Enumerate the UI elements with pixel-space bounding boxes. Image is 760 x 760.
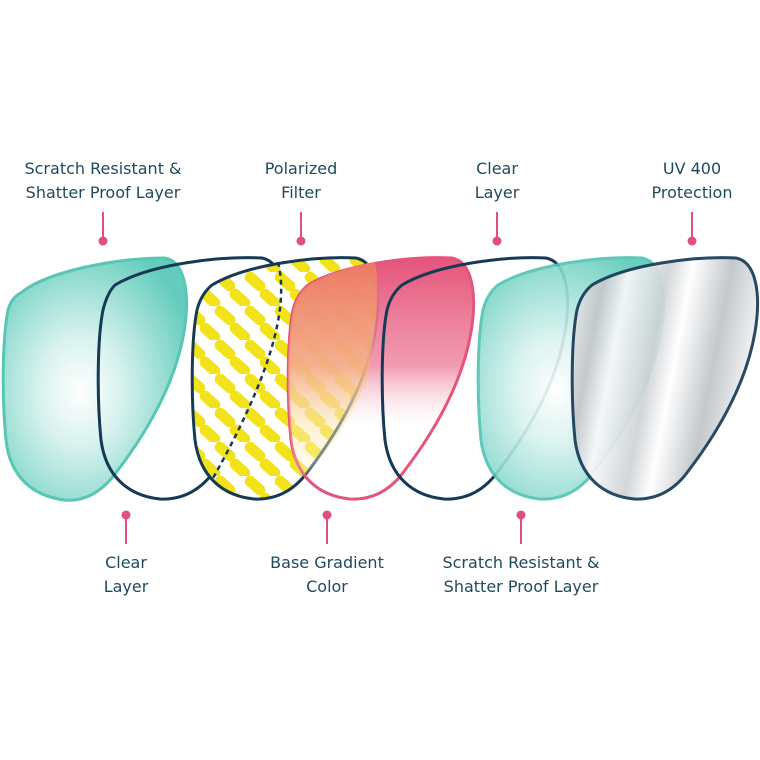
label-line-2: Filter [281, 183, 321, 202]
pointer-top-4 [687, 212, 697, 246]
label-line-2: Color [306, 577, 348, 596]
pointer-bottom-2 [322, 510, 332, 544]
pointer-bottom-3 [516, 510, 526, 544]
label-clear-layer-top: Clear Layer [475, 157, 520, 205]
label-line-1: Clear [476, 159, 518, 178]
label-polarized-filter: Polarized Filter [265, 157, 338, 205]
label-line-2: Protection [651, 183, 733, 202]
label-line-2: Layer [474, 183, 520, 202]
label-line-1: Clear [105, 553, 147, 572]
label-base-gradient: Base Gradient Color [270, 551, 384, 599]
lens-clear-right [380, 256, 570, 501]
label-line-1: Scratch Resistant & [24, 159, 182, 178]
label-line-2: Layer [103, 577, 149, 596]
label-scratch-resistant-bottom: Scratch Resistant & Shatter Proof Layer [442, 551, 599, 599]
label-line-2: Shatter Proof Layer [443, 577, 599, 596]
label-line-1: Base Gradient [270, 553, 384, 572]
label-scratch-resistant-top: Scratch Resistant & Shatter Proof Layer [24, 157, 181, 205]
pointer-bottom-1 [121, 510, 131, 544]
pointer-top-2 [296, 212, 306, 246]
label-line-2: Shatter Proof Layer [25, 183, 181, 202]
pointer-top-1 [98, 212, 108, 246]
lens-clear-left [96, 256, 286, 501]
polarized-filter-divider [210, 261, 283, 481]
label-clear-layer-bottom: Clear Layer [104, 551, 149, 599]
label-line-1: Polarized [264, 159, 338, 178]
label-uv-protection: UV 400 Protection [652, 157, 733, 205]
pointer-top-3 [492, 212, 502, 246]
label-line-1: UV 400 [662, 159, 722, 178]
lens-uv-protection [570, 256, 760, 501]
lens-overlap-warm-tint [288, 262, 378, 476]
lens-scratch-resistant-left [1, 256, 189, 502]
label-line-1: Scratch Resistant & [442, 553, 600, 572]
